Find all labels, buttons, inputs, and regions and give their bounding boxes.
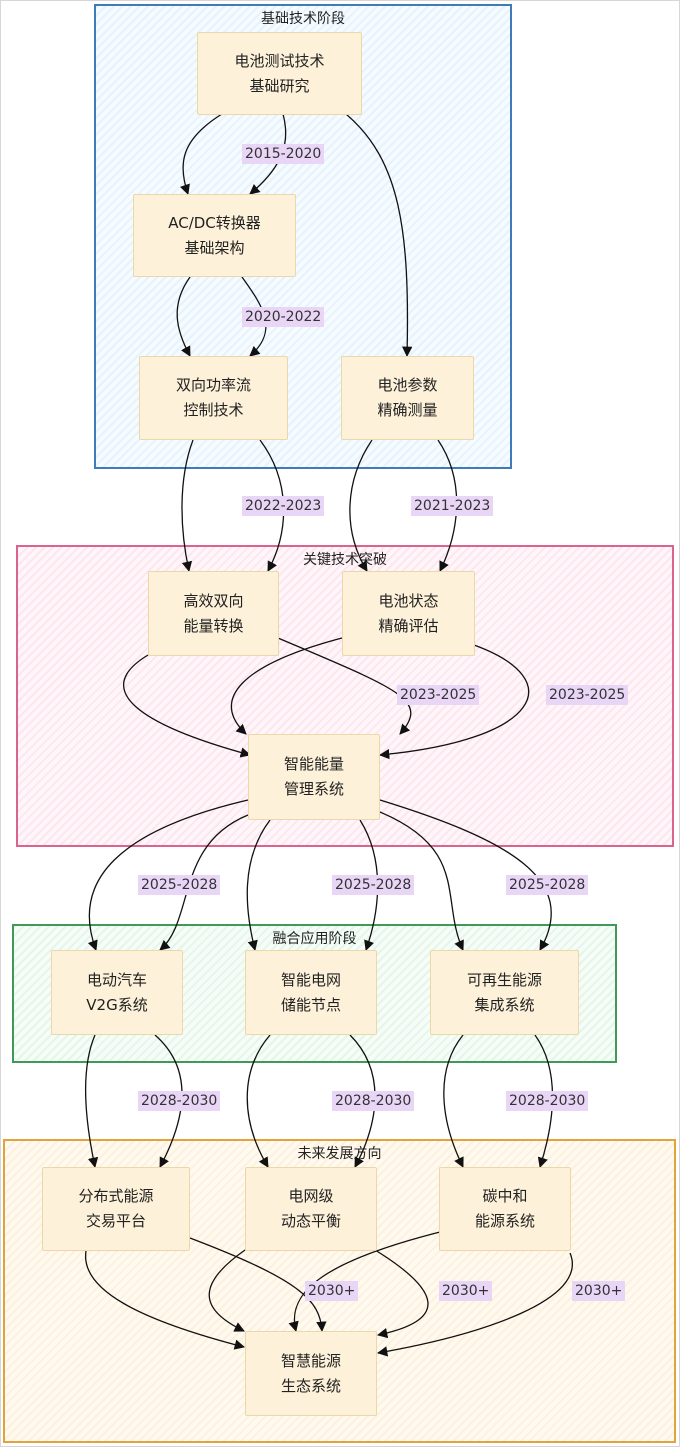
- edge: [87, 799, 249, 951]
- node-battery-test-research: 电池测试技术基础研究: [197, 32, 362, 115]
- edge-label: 2028-2030: [138, 1091, 221, 1111]
- edge: [288, 1231, 441, 1333]
- edge-label: 2023-2025: [546, 685, 629, 705]
- node-carbon-neutral: 碳中和能源系统: [439, 1167, 571, 1251]
- edge: [345, 113, 413, 358]
- edge: [180, 113, 223, 195]
- node-energy-management: 智能能量管理系统: [248, 734, 380, 820]
- edge: [378, 644, 530, 760]
- stage-title: 融合应用阶段: [272, 931, 357, 947]
- edge: [84, 1034, 99, 1169]
- edge-label: 2028-2030: [332, 1091, 415, 1111]
- node-smart-energy-ecosystem: 智慧能源生态系统: [245, 1331, 377, 1416]
- edge-label: 2022-2023: [242, 496, 325, 516]
- edge: [379, 799, 552, 951]
- edge: [246, 819, 271, 952]
- edge: [181, 439, 194, 573]
- edge-label: 2025-2028: [138, 875, 221, 895]
- edge: [374, 1249, 429, 1339]
- node-distributed-trading: 分布式能源交易平台: [42, 1167, 190, 1251]
- edge-label: 2015-2020: [242, 144, 325, 164]
- edge: [349, 439, 373, 572]
- node-battery-measurement: 电池参数精确测量: [341, 356, 474, 440]
- stage-title: 基础技术阶段: [261, 11, 345, 27]
- edge: [189, 1237, 327, 1333]
- edge-label: 2030+: [305, 1281, 359, 1301]
- edge: [85, 1250, 246, 1350]
- node-acdc-converter: AC/DC转换器基础架构: [133, 194, 296, 277]
- edge-label: 2025-2028: [332, 875, 415, 895]
- edge-label: 2025-2028: [506, 875, 589, 895]
- edge-label: 2030+: [439, 1281, 493, 1301]
- edge: [208, 1249, 246, 1332]
- node-renewable-integration: 可再生能源集成系统: [430, 950, 579, 1035]
- edge: [277, 637, 412, 735]
- edge-label: 2020-2022: [242, 307, 325, 327]
- node-smart-grid-storage: 智能电网储能节点: [245, 950, 377, 1035]
- node-bidirectional-control: 双向功率流控制技术: [139, 356, 288, 440]
- edge-label: 2030+: [572, 1281, 626, 1301]
- edge: [123, 654, 252, 758]
- edge: [230, 637, 343, 735]
- edge: [246, 1034, 271, 1168]
- node-battery-state: 电池状态精确评估: [342, 571, 475, 656]
- edge: [443, 1034, 464, 1168]
- edge-label: 2028-2030: [506, 1091, 589, 1111]
- edge: [376, 1252, 573, 1357]
- edge: [379, 811, 464, 951]
- node-grid-balance: 电网级动态平衡: [245, 1167, 377, 1251]
- edge: [176, 276, 191, 357]
- node-efficient-conversion: 高效双向能量转换: [148, 571, 279, 656]
- edge-label: 2023-2025: [397, 685, 480, 705]
- edge-label: 2021-2023: [411, 496, 494, 516]
